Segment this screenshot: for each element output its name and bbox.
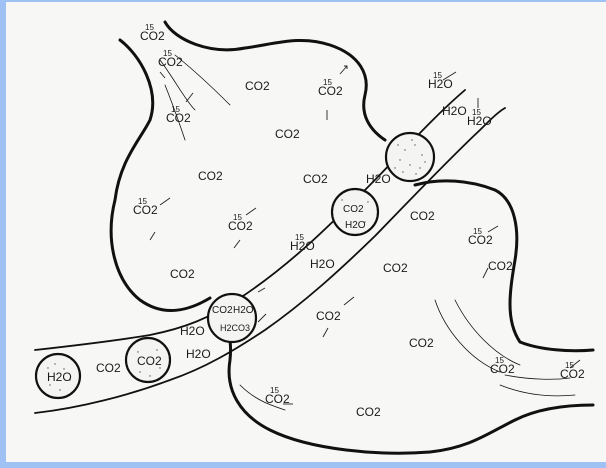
gas-label-co2: CO2: [170, 267, 195, 281]
cell-3-co2: CO2: [212, 305, 233, 316]
gas-formula: CO2: [96, 361, 121, 375]
cell-4-h2o: H2O: [345, 220, 366, 231]
gas-formula: H2O: [442, 104, 467, 118]
gas-label-co2: CO2: [488, 259, 513, 273]
gas-formula: CO2: [409, 336, 434, 350]
gas-formula: CO2: [158, 55, 183, 69]
gas-formula: H2O: [186, 347, 211, 361]
red-cell-1: H2O: [36, 354, 80, 398]
gas-label-co2: CO2: [303, 172, 328, 186]
gas-label-h2o: H2O: [310, 257, 335, 271]
gas-formula: CO2: [140, 29, 165, 43]
gas-formula: H2O: [290, 239, 315, 253]
gas-label-h2o: H2O: [366, 172, 391, 186]
gas-formula: CO2: [356, 405, 381, 419]
upper-alveolus-outline: [111, 22, 385, 311]
gas-formula: CO2: [198, 169, 223, 183]
cell-4-co2: CO2: [343, 204, 364, 215]
gas-label-co2: CO2: [275, 127, 300, 141]
gas-formula: CO2: [468, 233, 493, 247]
gas-label-h2o: H2O: [186, 347, 211, 361]
cell-2-label: CO2: [137, 354, 162, 368]
gas-formula: CO2: [383, 261, 408, 275]
gas-formula: CO2: [170, 267, 195, 281]
gas-formula: H2O: [310, 257, 335, 271]
red-cell-4: CO2 H2O: [332, 189, 378, 235]
gas-formula: CO2: [318, 84, 343, 98]
gas-formula: CO2: [490, 362, 515, 376]
lower-alveolus-outline: [225, 181, 593, 453]
red-cell-2: CO2: [126, 338, 170, 382]
gas-formula: CO2: [410, 209, 435, 223]
gas-label-co2: CO2: [356, 405, 381, 419]
gas-formula: CO2: [133, 203, 158, 217]
cell-3-h2o: H2O: [233, 305, 254, 316]
gas-label-co2: CO2: [245, 79, 270, 93]
gas-label-co2: CO2: [316, 309, 341, 323]
gas-formula: CO2: [228, 219, 253, 233]
gas-label-co2: CO2: [410, 209, 435, 223]
gas-label-co2: CO2: [409, 336, 434, 350]
gas-formula: H2O: [180, 324, 205, 338]
gas-formula: CO2: [560, 367, 585, 381]
gas-label-co2: CO2: [96, 361, 121, 375]
gas-label-co2: CO2: [198, 169, 223, 183]
red-cell-3: CO2 H2O H2CO3: [208, 294, 256, 342]
gas-formula: H2O: [428, 77, 453, 91]
gas-label-co2: CO2: [383, 261, 408, 275]
cell-1-label: H2O: [47, 370, 72, 384]
gas-formula: CO2: [303, 172, 328, 186]
gas-formula: CO2: [166, 111, 191, 125]
gas-label-h2o: H2O: [442, 104, 467, 118]
gas-formula: H2O: [366, 172, 391, 186]
gas-label-h2o: H2O: [180, 324, 205, 338]
red-cell-5: [386, 133, 434, 181]
gas-formula: CO2: [316, 309, 341, 323]
gas-formula: H2O: [467, 114, 492, 128]
gas-formula: CO2: [275, 127, 300, 141]
cell-3-h2co3: H2CO3: [220, 323, 250, 333]
gas-formula: CO2: [245, 79, 270, 93]
gas-formula: CO2: [488, 259, 513, 273]
